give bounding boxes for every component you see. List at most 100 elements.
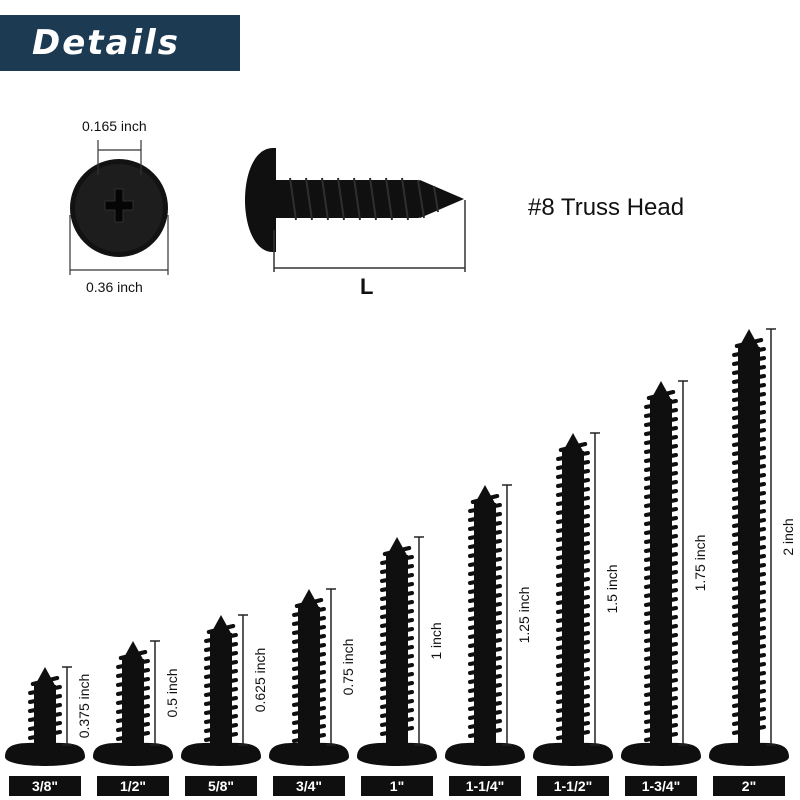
length-label: 1 inch: [428, 622, 444, 660]
screw-thread: [468, 584, 502, 594]
screw-thread: [556, 730, 590, 740]
screw-thread: [292, 724, 326, 734]
screw-thread: [732, 464, 766, 474]
screw-thread: [116, 713, 150, 723]
length-label: 0.625 inch: [252, 647, 268, 713]
slot-width-label: 0.165 inch: [82, 118, 147, 134]
screw-thread: [556, 586, 590, 596]
screw-4: [269, 589, 349, 766]
screw-head-top-view: [70, 159, 168, 257]
screw-thread: [380, 672, 414, 682]
screw-thread: [732, 473, 766, 483]
size-tag: 3/4": [273, 776, 345, 796]
screw-thread: [732, 356, 766, 366]
screw-thread: [556, 469, 590, 479]
screw-thread: [204, 687, 238, 697]
screw-thread: [644, 552, 678, 562]
screw-thread: [732, 365, 766, 375]
screw-thread: [732, 419, 766, 429]
screw-thread: [556, 667, 590, 677]
screw-thread: [380, 609, 414, 619]
screw-thread: [292, 634, 326, 644]
screw-thread: [732, 653, 766, 663]
screw-head: [269, 742, 349, 766]
length-bracket-6: [502, 484, 512, 746]
length-label: 0.375 inch: [76, 673, 92, 739]
screw-thread: [556, 649, 590, 659]
screw-thread: [380, 690, 414, 700]
screw-thread: [644, 606, 678, 616]
screw-9: [709, 329, 789, 766]
screw-thread: [556, 613, 590, 623]
length-label: 1.25 inch: [516, 586, 532, 644]
screw-thread: [292, 715, 326, 725]
screw-thread: [204, 723, 238, 733]
screw-thread: [380, 582, 414, 592]
screw-thread: [28, 712, 62, 722]
screw-thread: [734, 338, 764, 348]
screw-thread: [644, 714, 678, 724]
length-label: 1.5 inch: [604, 564, 620, 614]
screw-head: [709, 742, 789, 766]
screw-thread: [644, 570, 678, 580]
screw-3: [181, 615, 261, 766]
screw-thread: [556, 550, 590, 560]
screw-1: [5, 667, 85, 766]
length-bracket-4: [326, 588, 336, 746]
screw-thread: [732, 644, 766, 654]
screw-8: [621, 381, 701, 766]
screw-thread: [732, 347, 766, 357]
screw-thread: [732, 491, 766, 501]
screw-thread: [468, 530, 502, 540]
screw-thread: [468, 593, 502, 603]
screw-thread: [470, 494, 500, 504]
screw-thread: [204, 669, 238, 679]
screw-thread: [644, 507, 678, 517]
screw-thread: [732, 545, 766, 555]
screw-thread: [556, 631, 590, 641]
screw-thread: [206, 624, 236, 634]
screw-thread: [204, 696, 238, 706]
screw-thread: [732, 401, 766, 411]
screw-thread: [380, 591, 414, 601]
screw-thread: [468, 611, 502, 621]
screw-thread: [732, 689, 766, 699]
screw-thread: [732, 383, 766, 393]
screw-thread: [204, 705, 238, 715]
size-tag: 5/8": [185, 776, 257, 796]
length-symbol: L: [360, 274, 374, 299]
length-dimension: [273, 200, 466, 272]
screw-head: [621, 742, 701, 766]
screw-thread: [204, 642, 238, 652]
screw-thread: [556, 514, 590, 524]
screw-head: [445, 742, 525, 766]
screw-thread: [468, 539, 502, 549]
screw-thread: [468, 557, 502, 567]
screw-thread: [294, 598, 324, 608]
length-bracket-8: [678, 380, 688, 746]
screw-thread: [204, 651, 238, 661]
screw-thread: [28, 730, 62, 740]
screw-thread: [644, 534, 678, 544]
screw-thread: [644, 462, 678, 472]
screw-thread: [204, 633, 238, 643]
screw-thread: [732, 446, 766, 456]
screw-thread: [116, 731, 150, 741]
length-bracket-9: [766, 328, 776, 746]
screw-thread: [644, 642, 678, 652]
size-tag: 1/2": [97, 776, 169, 796]
screw-thread: [644, 651, 678, 661]
screw-thread: [556, 568, 590, 578]
slot-width-dimension: [97, 140, 142, 175]
screw-5: [357, 537, 437, 766]
head-diameter-dimension: [69, 215, 169, 275]
screw-thread: [380, 600, 414, 610]
screw-thread: [644, 444, 678, 454]
screw-thread: [732, 581, 766, 591]
screw-thread: [644, 732, 678, 742]
screw-thread: [644, 480, 678, 490]
screw-thread: [28, 721, 62, 731]
screw-thread: [116, 686, 150, 696]
